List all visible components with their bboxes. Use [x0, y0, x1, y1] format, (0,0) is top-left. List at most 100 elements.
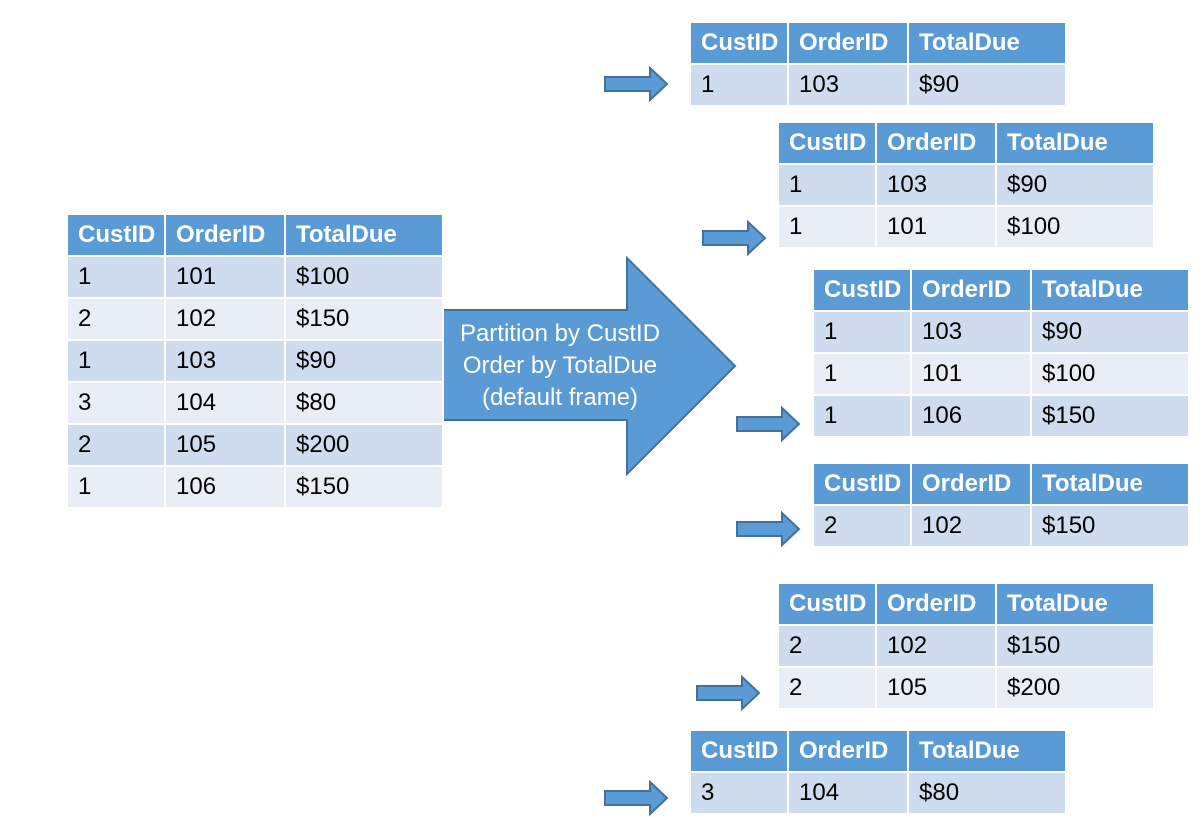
header-orderid: OrderID: [875, 582, 997, 626]
cell-totaldue: $80: [907, 771, 1067, 815]
header-totaldue: TotalDue: [1030, 268, 1190, 312]
cell-totaldue: $80: [284, 381, 444, 425]
header-totaldue: TotalDue: [907, 729, 1067, 773]
cell-custid: 3: [66, 381, 166, 425]
cell-orderid: 102: [164, 297, 286, 341]
table-row: 1 106 $150: [66, 465, 444, 509]
result-table-3: CustID OrderID TotalDue 1 103 $90 1 101 …: [812, 268, 1190, 438]
cell-custid: 1: [812, 394, 912, 438]
cell-orderid: 101: [875, 205, 997, 249]
table-row: 1 101 $100: [777, 205, 1155, 249]
table-row: 2 102 $150: [66, 297, 444, 341]
cell-totaldue: $90: [1030, 310, 1190, 354]
cell-orderid: 103: [875, 163, 997, 207]
small-arrow-3: [736, 405, 801, 443]
small-arrow-2: [702, 219, 767, 257]
small-arrow-5: [696, 674, 761, 712]
cell-custid: 2: [777, 666, 877, 710]
header-totaldue: TotalDue: [995, 582, 1155, 626]
table-row: 1 103 $90: [812, 310, 1190, 354]
partition-arrow-shape: [440, 255, 737, 477]
cell-orderid: 103: [164, 339, 286, 383]
cell-orderid: 101: [910, 352, 1032, 396]
arrow-label-line-2: Order by TotalDue: [462, 352, 658, 379]
table-row: 3 104 $80: [66, 381, 444, 425]
header-totaldue: TotalDue: [995, 121, 1155, 165]
header-custid: CustID: [689, 729, 789, 773]
cell-orderid: 103: [787, 63, 909, 107]
cell-orderid: 106: [910, 394, 1032, 438]
cell-totaldue: $150: [1030, 504, 1190, 548]
cell-orderid: 106: [164, 465, 286, 509]
small-arrow-4: [736, 510, 801, 548]
cell-totaldue: $100: [1030, 352, 1190, 396]
header-custid: CustID: [777, 121, 877, 165]
cell-custid: 1: [777, 205, 877, 249]
table-row: 1 103 $90: [777, 163, 1155, 207]
table-row: 1 103 $90: [66, 339, 444, 383]
cell-totaldue: $90: [284, 339, 444, 383]
header-custid: CustID: [66, 213, 166, 257]
header-orderid: OrderID: [875, 121, 997, 165]
table-row: 2 105 $200: [777, 666, 1155, 710]
header-orderid: OrderID: [910, 462, 1032, 506]
partition-arrow-label: Partition by CustID Order by TotalDue (d…: [445, 318, 675, 414]
cell-custid: 1: [689, 63, 789, 107]
table-row: 3 104 $80: [689, 771, 1067, 815]
result-table-5: CustID OrderID TotalDue 2 102 $150 2 105…: [777, 582, 1155, 710]
header-row: CustID OrderID TotalDue: [66, 213, 444, 257]
cell-custid: 1: [812, 310, 912, 354]
header-row: CustID OrderID TotalDue: [812, 462, 1190, 506]
cell-totaldue: $100: [284, 255, 444, 299]
header-row: CustID OrderID TotalDue: [812, 268, 1190, 312]
header-orderid: OrderID: [910, 268, 1032, 312]
table-row: 2 102 $150: [777, 624, 1155, 668]
header-orderid: OrderID: [787, 21, 909, 65]
header-orderid: OrderID: [164, 213, 286, 257]
header-row: CustID OrderID TotalDue: [689, 729, 1067, 773]
cell-custid: 2: [812, 504, 912, 548]
table-row: 1 101 $100: [66, 255, 444, 299]
cell-totaldue: $150: [1030, 394, 1190, 438]
cell-custid: 1: [777, 163, 877, 207]
cell-orderid: 105: [164, 423, 286, 467]
cell-custid: 2: [66, 297, 166, 341]
cell-custid: 1: [812, 352, 912, 396]
cell-custid: 2: [777, 624, 877, 668]
header-row: CustID OrderID TotalDue: [689, 21, 1067, 65]
cell-totaldue: $150: [995, 624, 1155, 668]
header-totaldue: TotalDue: [907, 21, 1067, 65]
arrow-label-line-1: Partition by CustID: [459, 320, 661, 347]
cell-custid: 1: [66, 339, 166, 383]
cell-totaldue: $200: [995, 666, 1155, 710]
header-totaldue: TotalDue: [284, 213, 444, 257]
table-row: 1 103 $90: [689, 63, 1067, 107]
result-table-2: CustID OrderID TotalDue 1 103 $90 1 101 …: [777, 121, 1155, 249]
cell-orderid: 102: [875, 624, 997, 668]
result-table-4: CustID OrderID TotalDue 2 102 $150: [812, 462, 1190, 548]
cell-custid: 2: [66, 423, 166, 467]
small-arrow-6: [604, 779, 669, 817]
header-row: CustID OrderID TotalDue: [777, 121, 1155, 165]
result-table-6: CustID OrderID TotalDue 3 104 $80: [689, 729, 1067, 815]
table-row: 1 101 $100: [812, 352, 1190, 396]
arrow-label-line-3: (default frame): [481, 384, 639, 411]
cell-totaldue: $90: [907, 63, 1067, 107]
cell-custid: 1: [66, 465, 166, 509]
small-arrow-1: [604, 65, 669, 103]
cell-orderid: 102: [910, 504, 1032, 548]
cell-totaldue: $90: [995, 163, 1155, 207]
cell-orderid: 105: [875, 666, 997, 710]
header-totaldue: TotalDue: [1030, 462, 1190, 506]
cell-custid: 3: [689, 771, 789, 815]
cell-orderid: 104: [164, 381, 286, 425]
header-custid: CustID: [812, 268, 912, 312]
table-row: 2 105 $200: [66, 423, 444, 467]
header-custid: CustID: [777, 582, 877, 626]
cell-orderid: 103: [910, 310, 1032, 354]
cell-totaldue: $150: [284, 465, 444, 509]
cell-orderid: 101: [164, 255, 286, 299]
cell-custid: 1: [66, 255, 166, 299]
result-table-1: CustID OrderID TotalDue 1 103 $90: [689, 21, 1067, 107]
